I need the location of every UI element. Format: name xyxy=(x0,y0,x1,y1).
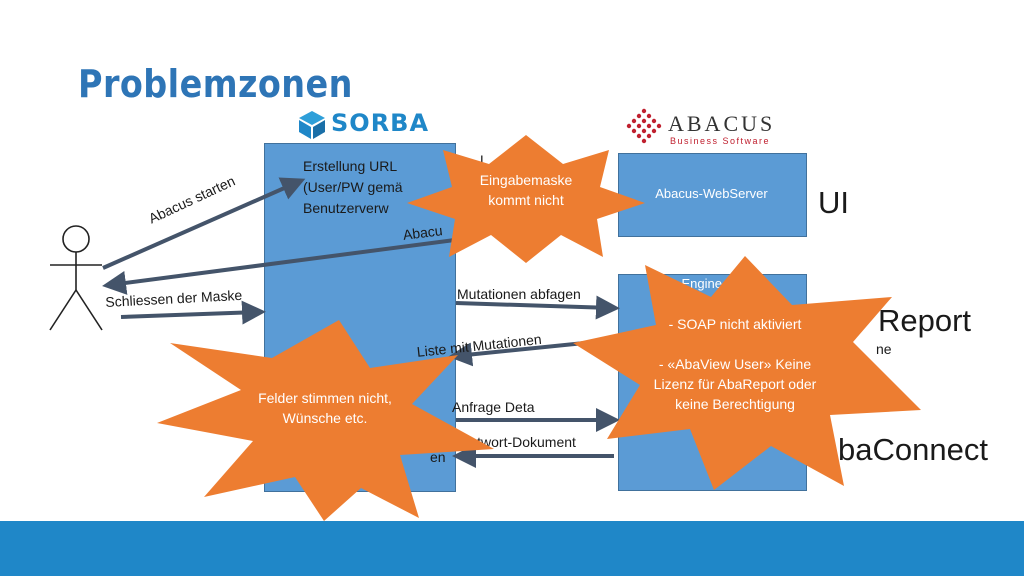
label-antwort-dokument: Antwort-Dokument xyxy=(460,434,576,450)
sorba-logo: SORBA xyxy=(297,109,437,140)
star-felder xyxy=(157,320,494,521)
label-anfrage-details: Anfrage Deta xyxy=(452,399,535,415)
label-mutationen-abfragen: Mutationen abfagen xyxy=(457,286,581,302)
sorba-wordmark: SORBA xyxy=(331,109,430,137)
abacus-webserver-label: Abacus-WebServer xyxy=(655,186,768,201)
star-felder-text: Felder stimmen nicht, Wünsche etc. xyxy=(258,390,392,426)
sorba-cube-icon xyxy=(299,111,325,139)
sorba-box-text: Erstellung URL (User/PW gemä Benutzerver… xyxy=(303,156,403,219)
sorba-line-1: Erstellung URL xyxy=(303,158,398,174)
star-soap xyxy=(573,256,921,490)
bottom-bar xyxy=(0,521,1024,576)
label-top-partial: L xyxy=(480,152,488,168)
abacus-logo: ABACUS Business Software xyxy=(626,108,786,148)
abareport-label: Report xyxy=(878,303,972,338)
slide-title: Problemzonen xyxy=(78,62,353,106)
arrow-abacus-starten xyxy=(102,177,306,270)
star-eingabemaske-text: Eingabemaske kommt nicht xyxy=(479,172,573,208)
abacus-diamond-icon xyxy=(626,108,662,144)
abaconnect-label: baConnect xyxy=(838,432,988,467)
abacus-wordmark: ABACUS xyxy=(668,111,776,136)
arrow-mutationen xyxy=(455,295,620,320)
arrow-abacus-return xyxy=(102,236,471,295)
sorba-line-3: Benutzerverw xyxy=(303,200,389,216)
sorba-line-2: (User/PW gemä xyxy=(303,179,403,195)
star-soap-text: - SOAP nicht aktiviert - «AbaView User» … xyxy=(653,316,817,412)
abacus-webserver-box xyxy=(618,153,807,237)
arrow-schliessen xyxy=(120,300,266,325)
user-figure-icon xyxy=(49,225,103,331)
abareport-sublabel: ne xyxy=(876,341,892,357)
ui-label: UI xyxy=(818,185,849,220)
star-eingabemaske xyxy=(407,135,645,263)
abacus-tagline: Business Software xyxy=(670,136,771,146)
label-antwort-left: en xyxy=(430,449,446,465)
